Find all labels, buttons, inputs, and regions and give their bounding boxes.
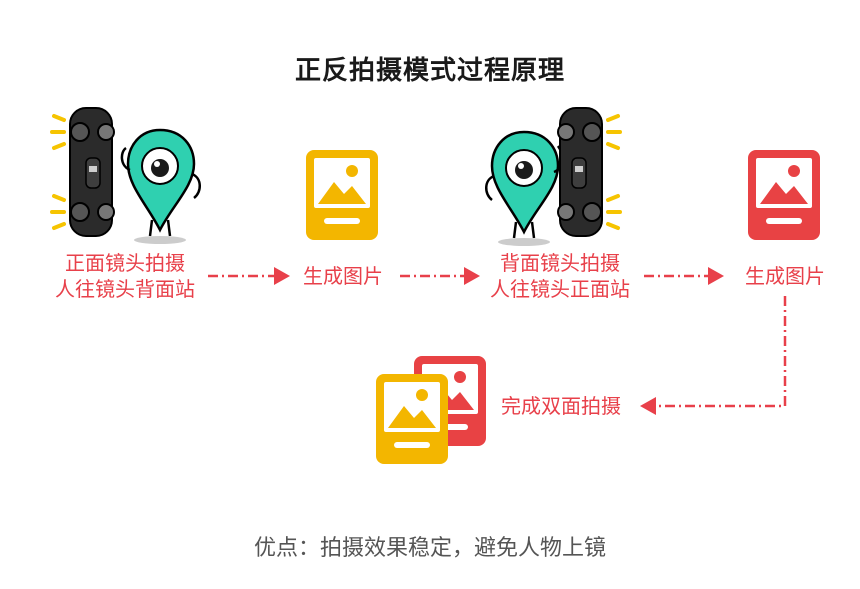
diagram-title: 正反拍摄模式过程原理 — [294, 56, 565, 86]
step2-label: 生成图片 — [303, 264, 383, 288]
arrow-head — [640, 397, 656, 415]
step3-line1: 背面镜头拍摄 — [500, 251, 620, 275]
step4-label: 生成图片 — [745, 264, 825, 288]
step3-line2: 人往镜头正面站 — [490, 277, 630, 301]
step1-line1: 正面镜头拍摄 — [65, 251, 185, 275]
step3-label: 背面镜头拍摄 人往镜头正面站 — [470, 250, 650, 302]
camera-icon — [50, 107, 115, 237]
camera-icon — [557, 107, 622, 237]
arrow-head — [464, 267, 480, 285]
arrow-icon — [656, 296, 787, 408]
step1-label: 正面镜头拍摄 人往镜头背面站 — [30, 250, 220, 302]
step5-label: 完成双面拍摄 — [501, 394, 621, 418]
arrow-head — [274, 267, 290, 285]
arrow-head — [708, 267, 724, 285]
mascot-icon — [485, 130, 564, 246]
photo-icon — [306, 150, 378, 240]
mascot-icon — [120, 128, 201, 244]
footer-note: 优点：拍摄效果稳定，避免人物上镜 — [253, 536, 606, 561]
step1-line2: 人往镜头背面站 — [55, 277, 195, 301]
photo-icon — [748, 150, 820, 240]
photo-icon — [376, 374, 448, 464]
